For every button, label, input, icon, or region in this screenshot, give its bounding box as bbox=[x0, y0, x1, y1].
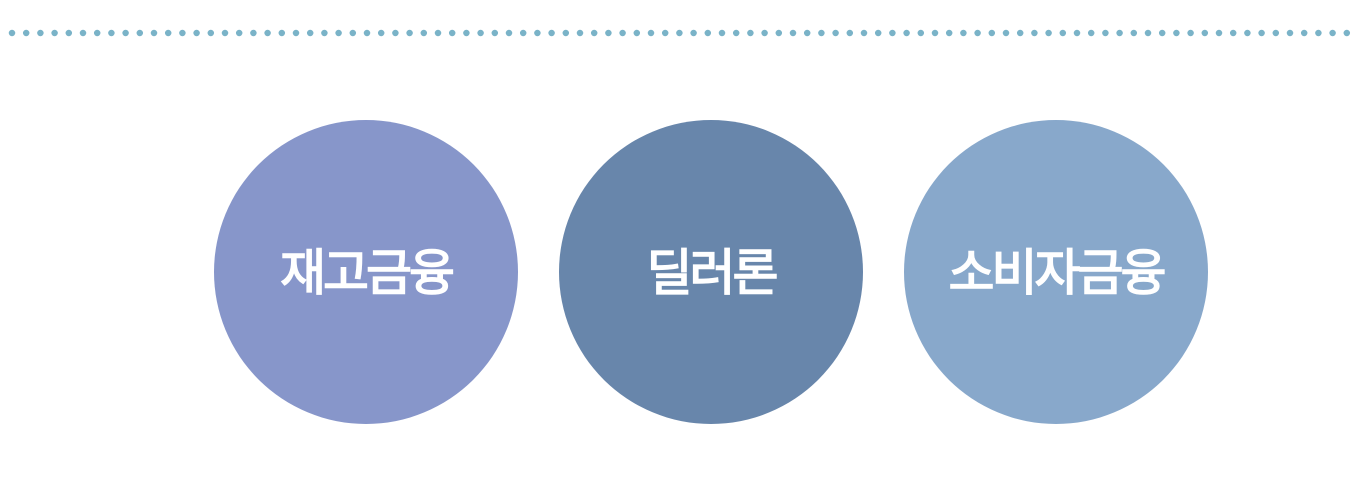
circle-label-inventory-finance: 재고금융 bbox=[280, 244, 455, 302]
circle-label-consumer-finance: 소비자금융 bbox=[948, 244, 1167, 302]
circle-inventory-finance: 재고금융 bbox=[214, 120, 518, 424]
circle-consumer-finance: 소비자금융 bbox=[904, 120, 1208, 424]
circle-dealer-loan: 딜러론 bbox=[559, 120, 863, 424]
circle-label-dealer-loan: 딜러론 bbox=[646, 244, 779, 302]
dotted-divider bbox=[8, 29, 1364, 37]
